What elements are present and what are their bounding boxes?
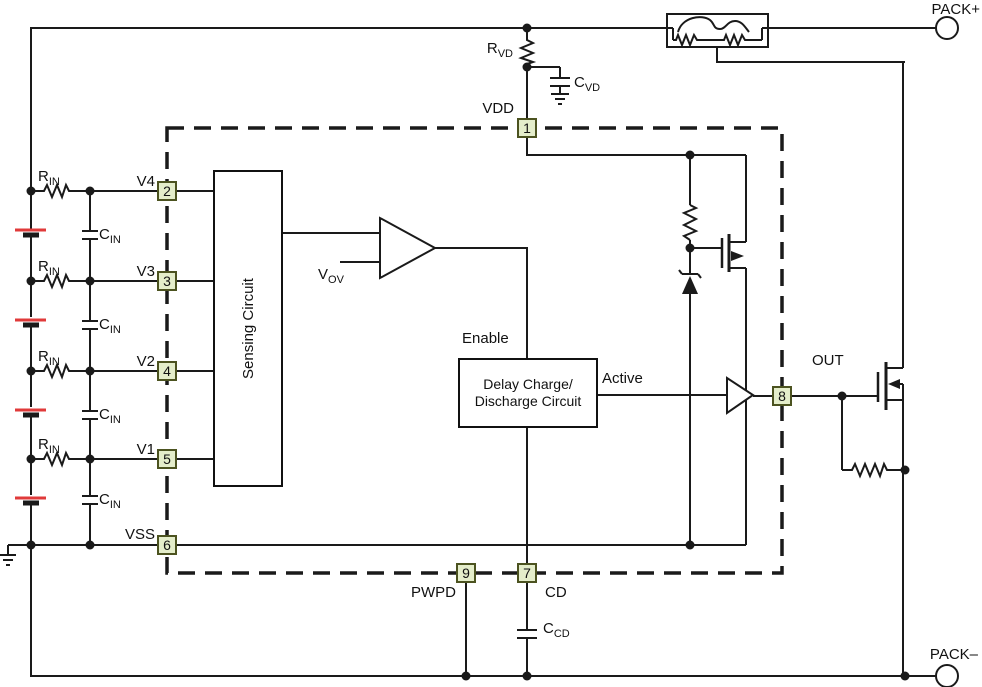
battery-cell-4 <box>15 496 46 506</box>
ic-boundary <box>165 126 784 575</box>
cvd-label: CVD <box>574 74 601 94</box>
cin-capacitor-3 <box>82 410 98 420</box>
wires <box>8 27 936 677</box>
pin-7-cd: 7 <box>517 563 537 583</box>
junction-dots <box>26 23 910 681</box>
pin-label-vss: VSS <box>124 526 155 543</box>
pin-5-v1: 5 <box>157 449 177 469</box>
pin-label-vdd: VDD <box>482 100 514 117</box>
pack-plus-label: PACK+ <box>931 1 981 18</box>
overvoltage-comparator <box>379 216 438 280</box>
rin-label-2: RIN <box>38 258 60 278</box>
vov-label: VOV <box>318 266 344 286</box>
pack-minus-label: PACK– <box>929 646 978 663</box>
cin-label-4: CIN <box>99 491 121 511</box>
cvd-capacitor <box>550 77 570 87</box>
output-buffer <box>726 376 755 415</box>
rvd-resistor <box>518 38 537 65</box>
cin-capacitor-4 <box>82 495 98 505</box>
rin-label-1: RIN <box>38 168 60 188</box>
rin-label-3: RIN <box>38 348 60 368</box>
pin-label-pwpd: PWPD <box>411 584 456 601</box>
cin-capacitors <box>82 230 98 505</box>
cin-label-3: CIN <box>99 406 121 426</box>
enable-label: Enable <box>462 330 509 347</box>
active-label: Active <box>602 370 643 387</box>
zener-diode <box>678 269 702 294</box>
rin-label-4: RIN <box>38 436 60 456</box>
ground-symbol <box>0 545 16 566</box>
pin-4-v2: 4 <box>157 361 177 381</box>
sensing-circuit-label: Sensing Circuit <box>239 278 257 379</box>
ptc-fuse <box>666 13 769 48</box>
pin-3-v3: 3 <box>157 271 177 291</box>
pin-6-vss: 6 <box>157 535 177 555</box>
ccd-capacitor <box>517 629 537 639</box>
battery-cell-1 <box>15 228 46 238</box>
internal-mosfet <box>720 234 746 272</box>
rvd-label: RVD <box>486 40 513 60</box>
out-pulldown-resistor <box>842 461 905 479</box>
pack-plus-terminal <box>935 16 959 40</box>
sensing-circuit-block: Sensing Circuit <box>213 170 283 487</box>
cin-capacitor-1 <box>82 230 98 240</box>
cin-capacitor-2 <box>82 320 98 330</box>
battery-stack <box>15 228 46 506</box>
cin-label-2: CIN <box>99 316 121 336</box>
pin-9-pwpd: 9 <box>456 563 476 583</box>
battery-cell-3 <box>15 408 46 418</box>
cvd-ground-symbol <box>551 86 569 105</box>
pin-label-v4: V4 <box>136 173 155 190</box>
cin-label-1: CIN <box>99 226 121 246</box>
delay-circuit-block: Delay Charge/ Discharge Circuit <box>458 358 598 428</box>
delay-circuit-label-line1: Delay Charge/ <box>483 376 573 392</box>
pack-minus-terminal <box>935 664 959 687</box>
pin-1-vdd: 1 <box>517 118 537 138</box>
battery-cell-2 <box>15 318 46 328</box>
delay-circuit-label-line2: Discharge Circuit <box>474 393 582 409</box>
pin-2-v4: 2 <box>157 181 177 201</box>
pin-label-v3: V3 <box>136 263 155 280</box>
pin-label-out: OUT <box>812 352 844 369</box>
pin-label-v1: V1 <box>136 441 155 458</box>
ccd-label: CCD <box>543 620 570 640</box>
pin-8-out: 8 <box>772 386 792 406</box>
pin-label-v2: V2 <box>136 353 155 370</box>
pin-label-cd: CD <box>545 584 567 601</box>
external-mosfet <box>876 362 903 410</box>
gate-pullup-resistor <box>681 204 699 241</box>
